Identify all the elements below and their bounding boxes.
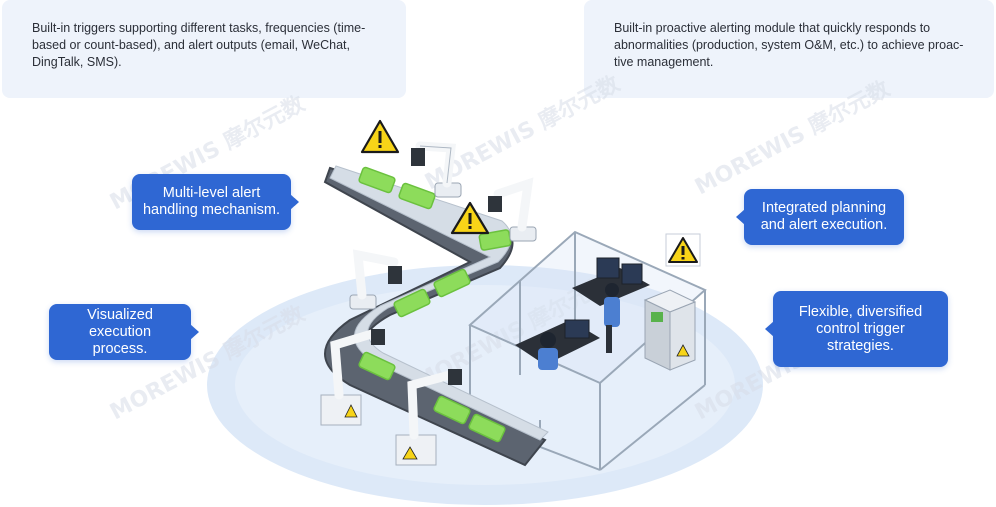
product-tray <box>393 288 431 318</box>
callout-multi-level-alert: Multi-level alert handling mechanism. <box>132 174 299 230</box>
callout-integrated-planning: Integrated planning and alert execution. <box>736 189 904 245</box>
info-card-alerting: Built-in proactive alerting module that … <box>584 0 994 98</box>
computer-monitor-icon <box>596 257 620 279</box>
robot-arm-icon <box>395 369 462 466</box>
product-tray <box>468 413 506 443</box>
computer-monitor-icon <box>621 263 643 285</box>
control-cabinet-icon <box>643 289 697 371</box>
operator-desk-left <box>515 319 600 370</box>
warning-triangle-icon <box>360 119 400 154</box>
computer-monitor-icon <box>564 319 590 339</box>
product-tray <box>433 268 471 298</box>
robot-arm-icon <box>411 141 462 198</box>
callout-flexible-strategies: Flexible, diversified control trigger st… <box>765 291 948 367</box>
robot-arm-icon <box>349 249 402 310</box>
product-tray <box>433 395 471 425</box>
callout-multi-level-alert-text: Multi-level alert handling mechanism. <box>142 185 281 218</box>
info-card-triggers: Built-in triggers supporting different t… <box>2 0 406 98</box>
robot-arm-icon <box>488 177 537 242</box>
callout-visualized-execution: Visualized execution process. <box>49 304 199 360</box>
watermark-text: MOREWIS 摩尔元数 <box>691 75 895 200</box>
product-tray <box>358 166 396 194</box>
product-tray <box>358 351 396 381</box>
info-card-triggers-text: Built-in triggers supporting different t… <box>32 21 366 69</box>
product-group <box>358 166 512 443</box>
callout-integrated-planning-text: Integrated planning and alert execution. <box>760 200 888 233</box>
robot-arm-icon <box>320 328 385 426</box>
warning-triangle-icon <box>665 233 701 267</box>
callout-flexible-strategies-text: Flexible, diversified control trigger st… <box>798 303 923 354</box>
info-card-alerting-text: Built-in proactive alerting module that … <box>614 21 964 69</box>
product-tray <box>398 182 436 210</box>
callout-visualized-execution-text: Visualized execution process. <box>87 306 153 357</box>
warning-triangle-icon <box>450 201 490 235</box>
operator-desk-right <box>572 257 650 353</box>
